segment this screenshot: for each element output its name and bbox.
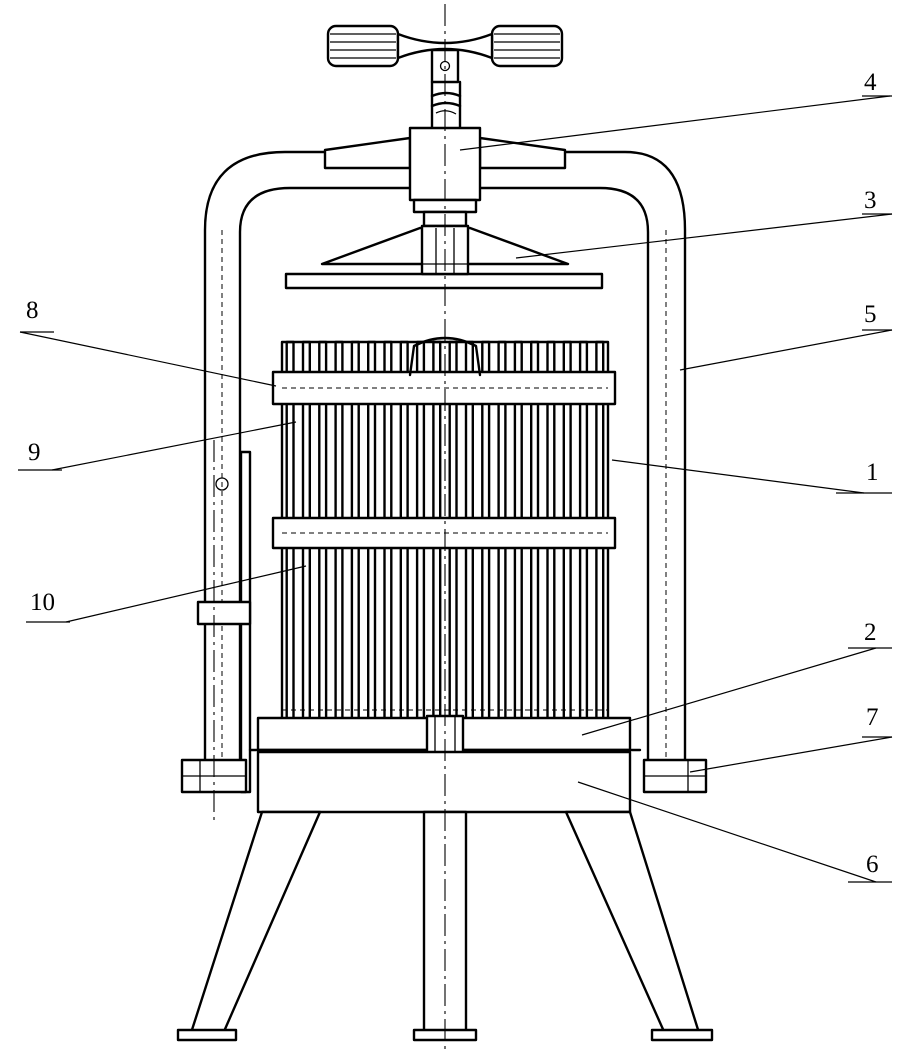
screw-shaft <box>430 80 462 130</box>
callout-8: 8 <box>26 297 39 324</box>
callout-4: 4 <box>864 69 877 96</box>
nut-housing <box>408 126 482 228</box>
press-basket <box>271 336 617 722</box>
callout-2: 2 <box>864 619 877 646</box>
callouts: 4 3 5 1 2 7 6 8 9 10 <box>18 69 893 883</box>
callout-3: 3 <box>864 187 877 214</box>
callout-1: 1 <box>866 459 879 486</box>
pressing-plate <box>284 224 604 290</box>
center-lines <box>213 4 446 1052</box>
callout-6: 6 <box>866 851 879 878</box>
callout-5: 5 <box>864 301 877 328</box>
callout-10: 10 <box>30 589 55 616</box>
callout-7: 7 <box>866 704 879 731</box>
frame-bolts <box>180 758 708 794</box>
base-beam <box>256 750 632 814</box>
callout-9: 9 <box>28 439 41 466</box>
